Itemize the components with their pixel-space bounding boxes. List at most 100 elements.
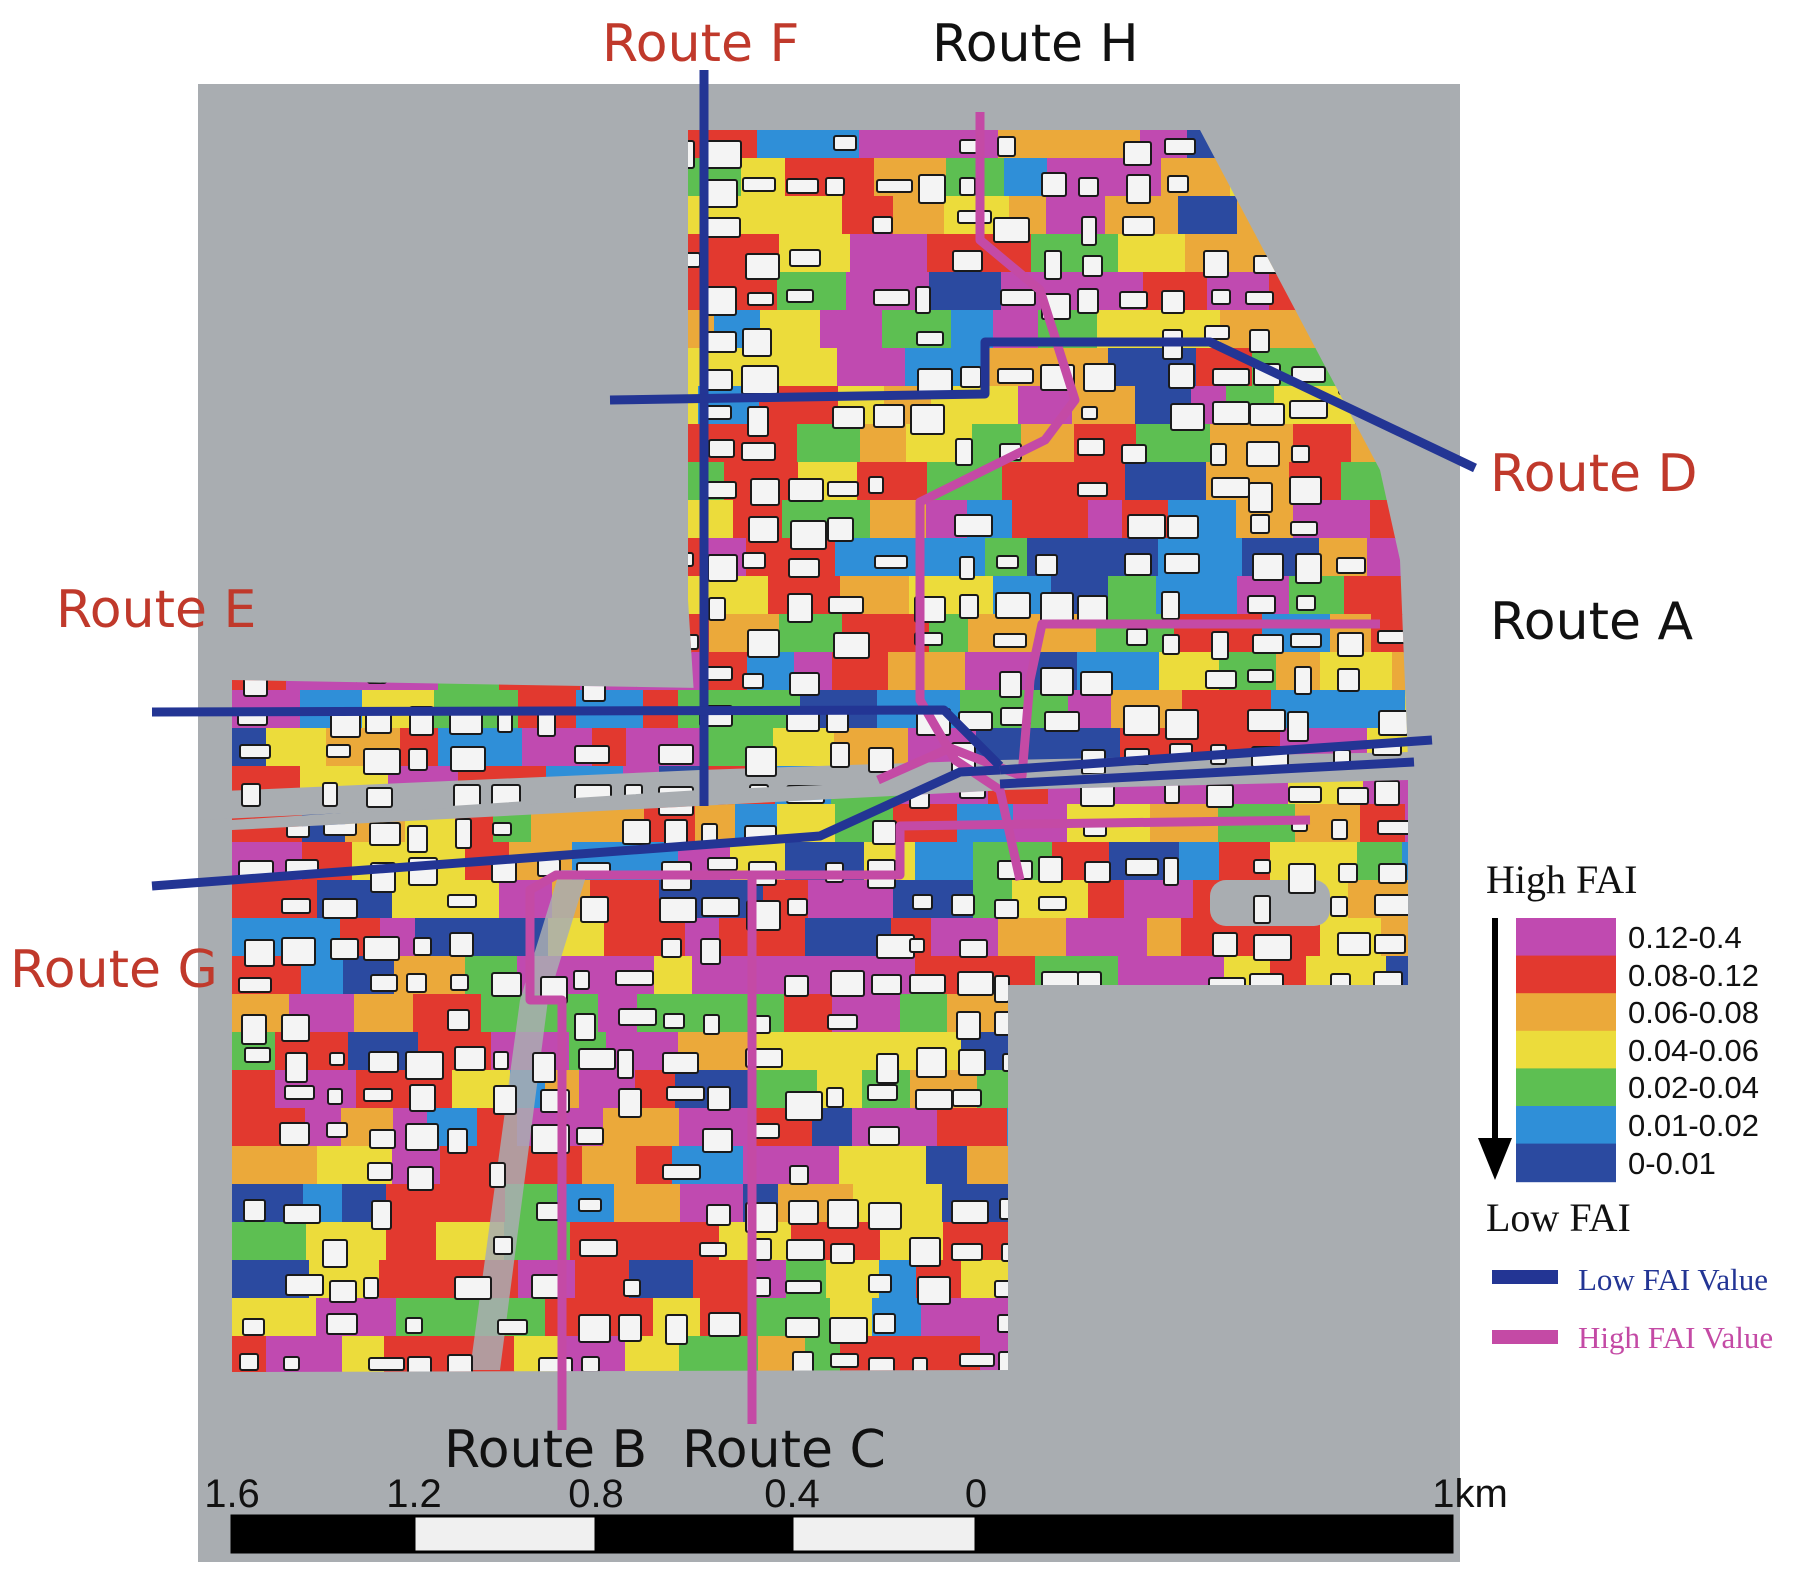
building	[455, 818, 472, 849]
scale-tick-label: 1km	[1432, 1472, 1508, 1516]
building	[702, 1128, 733, 1153]
building	[707, 1086, 731, 1111]
building	[281, 898, 311, 914]
fai-zone-cell	[232, 1070, 276, 1109]
building	[1081, 406, 1098, 420]
fai-zone-cell	[915, 842, 974, 881]
route-e-line	[151, 705, 1004, 770]
building	[489, 1162, 506, 1188]
building	[450, 974, 469, 991]
building	[454, 1046, 486, 1071]
building	[1253, 934, 1292, 961]
building	[284, 1085, 315, 1100]
building	[873, 289, 910, 306]
building	[993, 217, 1030, 243]
building	[742, 328, 772, 357]
building	[241, 1014, 267, 1045]
building	[745, 746, 777, 777]
building	[1294, 666, 1312, 695]
scale-tick-label: 0	[964, 1472, 988, 1516]
building	[868, 1126, 900, 1146]
building	[1253, 895, 1271, 924]
fai-zone-cell	[232, 1222, 307, 1261]
fai-zone-cell	[679, 1336, 759, 1372]
building	[363, 748, 401, 775]
building	[741, 442, 776, 461]
building	[1164, 553, 1200, 574]
building	[1289, 400, 1328, 419]
building	[1125, 858, 1159, 876]
building	[997, 368, 1034, 384]
building	[827, 1199, 859, 1229]
fai-zone-cell	[762, 196, 843, 235]
building	[1247, 595, 1276, 614]
fai-zone-cell	[837, 348, 906, 387]
building	[917, 1276, 951, 1305]
building	[787, 593, 813, 623]
building	[413, 937, 432, 956]
building	[492, 822, 512, 836]
building	[952, 1089, 982, 1107]
building	[1124, 553, 1152, 576]
building	[833, 632, 870, 659]
building	[750, 478, 780, 506]
building	[786, 289, 814, 303]
route-b-line	[525, 815, 1311, 1430]
building	[405, 1123, 439, 1151]
fai-zone-cell	[1125, 462, 1207, 501]
building	[573, 970, 590, 990]
fai-zone-cell	[797, 424, 861, 463]
fai-zone-cell	[1076, 538, 1121, 577]
building	[658, 744, 694, 765]
building	[407, 1166, 434, 1191]
building	[701, 897, 740, 917]
building	[705, 217, 741, 238]
building	[1162, 634, 1180, 655]
legend-high-fai-line-key	[1492, 1330, 1558, 1344]
building	[578, 1198, 602, 1212]
building	[578, 1048, 616, 1070]
building	[1374, 934, 1406, 954]
building	[748, 516, 779, 543]
legend-swatch-0	[1516, 918, 1616, 957]
building	[872, 216, 893, 234]
building	[873, 1313, 896, 1334]
building	[996, 555, 1019, 569]
building	[285, 1274, 324, 1296]
building	[827, 517, 854, 542]
building	[993, 633, 1027, 648]
building	[1378, 863, 1407, 884]
building	[829, 1317, 868, 1344]
building	[1161, 591, 1180, 620]
building	[1246, 441, 1280, 467]
route-label-h: Route H	[932, 14, 1139, 74]
building	[705, 666, 733, 681]
route-g-line	[151, 765, 1001, 891]
building	[868, 1274, 892, 1293]
building	[578, 1314, 611, 1343]
building	[1077, 438, 1105, 456]
building	[830, 970, 865, 997]
building	[1374, 780, 1400, 806]
building	[661, 938, 682, 958]
scale-segment	[230, 1514, 416, 1554]
fai-zone-cell	[232, 1298, 317, 1337]
building	[827, 481, 859, 497]
legend-high-fai-value-label: High FAI Value	[1578, 1320, 1774, 1355]
building	[579, 1239, 618, 1257]
fai-zone-cell	[266, 728, 327, 767]
building	[368, 1357, 405, 1371]
building	[868, 1202, 902, 1230]
building	[874, 555, 908, 569]
building	[789, 249, 821, 267]
building	[833, 135, 857, 151]
building	[1083, 363, 1116, 392]
building	[832, 406, 865, 429]
building	[368, 1051, 399, 1073]
building	[1377, 820, 1408, 835]
building	[447, 1354, 473, 1372]
building	[663, 1013, 685, 1029]
building	[994, 1280, 1011, 1298]
building	[999, 671, 1022, 698]
building	[707, 857, 738, 871]
